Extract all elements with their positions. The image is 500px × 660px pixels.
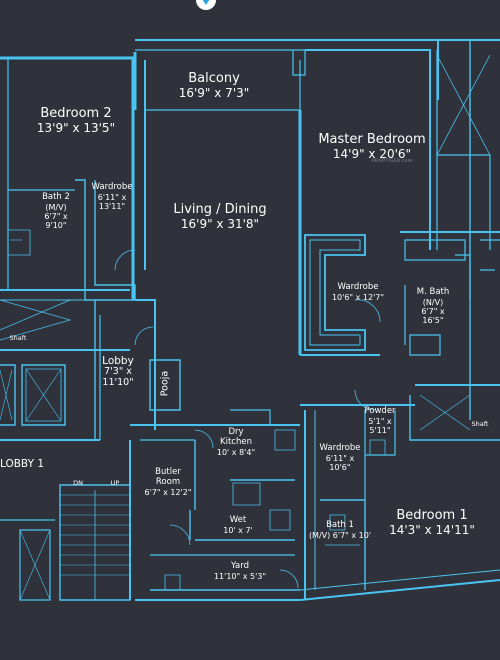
room-dims: 13'11"	[98, 201, 126, 211]
room-dims: 11'10" x 5'3"	[213, 571, 267, 581]
room-dims: 6'11" x	[97, 192, 127, 202]
room-bedroom-2: Bedroom 2 13'9" x 13'5"	[36, 106, 116, 136]
watermark: PROPTIGER.com	[372, 159, 413, 164]
room-name: Yard	[231, 561, 249, 571]
room-dims: 6'7" x	[44, 211, 68, 221]
room-dims: 7'3" x	[104, 366, 132, 378]
stair-dn-label: DN	[73, 479, 83, 487]
room-dims: 16'9" x 31'8"	[180, 216, 260, 231]
shaft-label-left: Shaft	[9, 334, 27, 342]
room-name: Bath 2	[42, 192, 70, 202]
room-name: Bedroom 2	[40, 106, 112, 121]
room-wardrobe-bedroom-1: Wardrobe 6'11" x 10'6"	[319, 443, 361, 472]
room-name: Wet	[229, 515, 247, 525]
room-wardrobe-bedroom-2: Wardrobe 6'11" x 13'11"	[91, 182, 133, 211]
room-name: M. Bath	[416, 287, 450, 297]
room-sub: (N/V)	[422, 297, 444, 307]
room-name: Bedroom 1	[396, 508, 468, 523]
room-balcony: Balcony 16'9" x 7'3"	[178, 71, 250, 101]
room-dims: 6'7" x	[421, 306, 445, 316]
room-name: Balcony	[188, 71, 240, 86]
room-name: Kitchen	[220, 436, 252, 447]
room-bedroom-1: Bedroom 1 14'3" x 14'11"	[389, 508, 475, 538]
room-dims: 5'1" x	[368, 416, 392, 426]
room-dims: (M/V) 6'7" x 10'	[308, 530, 372, 540]
room-sub: (M/V)	[45, 202, 67, 212]
room-dims: 16'9" x 7'3"	[178, 85, 250, 100]
room-pooja: Pooja	[159, 370, 171, 397]
room-name: Wardrobe	[319, 443, 361, 453]
room-dims: 5'11"	[369, 425, 391, 435]
room-name: Wardrobe	[91, 182, 133, 192]
room-name: Lobby	[102, 355, 134, 367]
room-name: Wardrobe	[337, 282, 379, 292]
room-dims: 10' x 8'4"	[216, 447, 256, 457]
room-dims: 6'11" x	[325, 453, 355, 463]
room-name: LOBBY 1	[0, 458, 45, 470]
room-living-dining: Living / Dining 16'9" x 31'8"	[173, 202, 267, 232]
room-lobby-1: LOBBY 1	[0, 458, 44, 470]
room-dims: 16'5"	[422, 316, 444, 326]
room-name: Living / Dining	[173, 202, 267, 217]
room-name: Master Bedroom	[318, 132, 426, 147]
room-wet: Wet 10' x 7'	[223, 515, 253, 535]
room-powder: Powder 5'1" x 5'11"	[364, 406, 396, 435]
room-dims: 10'6" x 12'7"	[331, 292, 385, 302]
room-bath-1: Bath 1 (M/V) 6'7" x 10'	[308, 520, 372, 540]
room-name: Powder	[364, 406, 396, 416]
room-dims: 14'9" x 20'6"	[332, 146, 412, 161]
room-dims: 6'7" x 12'2"	[144, 487, 192, 497]
room-name: Bath 1	[326, 520, 354, 530]
stair-up-label: UP	[110, 479, 120, 487]
room-yard: Yard 11'10" x 5'3"	[213, 561, 267, 581]
room-dims: 9'10"	[45, 221, 67, 231]
room-butler: Butler Room 6'7" x 12'2"	[144, 467, 192, 497]
room-dims: 11'10"	[102, 376, 134, 388]
north-marker-icon	[196, 0, 216, 10]
room-dry-kitchen: Dry Kitchen 10' x 8'4"	[216, 427, 256, 457]
shaft-label-right: Shaft	[471, 420, 489, 428]
room-name: Butler	[155, 467, 181, 477]
room-wardrobe-master: Wardrobe 10'6" x 12'7"	[331, 282, 385, 302]
room-name: Dry	[228, 427, 244, 437]
room-dims: 14'3" x 14'11"	[389, 522, 475, 537]
room-master-bedroom: Master Bedroom 14'9" x 20'6"	[318, 132, 426, 162]
room-dims: 10' x 7'	[223, 525, 253, 535]
room-lobby: Lobby 7'3" x 11'10"	[102, 355, 134, 389]
room-bath-2: Bath 2 (M/V) 6'7" x 9'10"	[42, 192, 70, 231]
room-dims: 13'9" x 13'5"	[36, 120, 116, 135]
room-master-bath: M. Bath (N/V) 6'7" x 16'5"	[416, 287, 450, 326]
room-name: Room	[155, 476, 181, 487]
room-dims: 10'6"	[329, 462, 351, 472]
